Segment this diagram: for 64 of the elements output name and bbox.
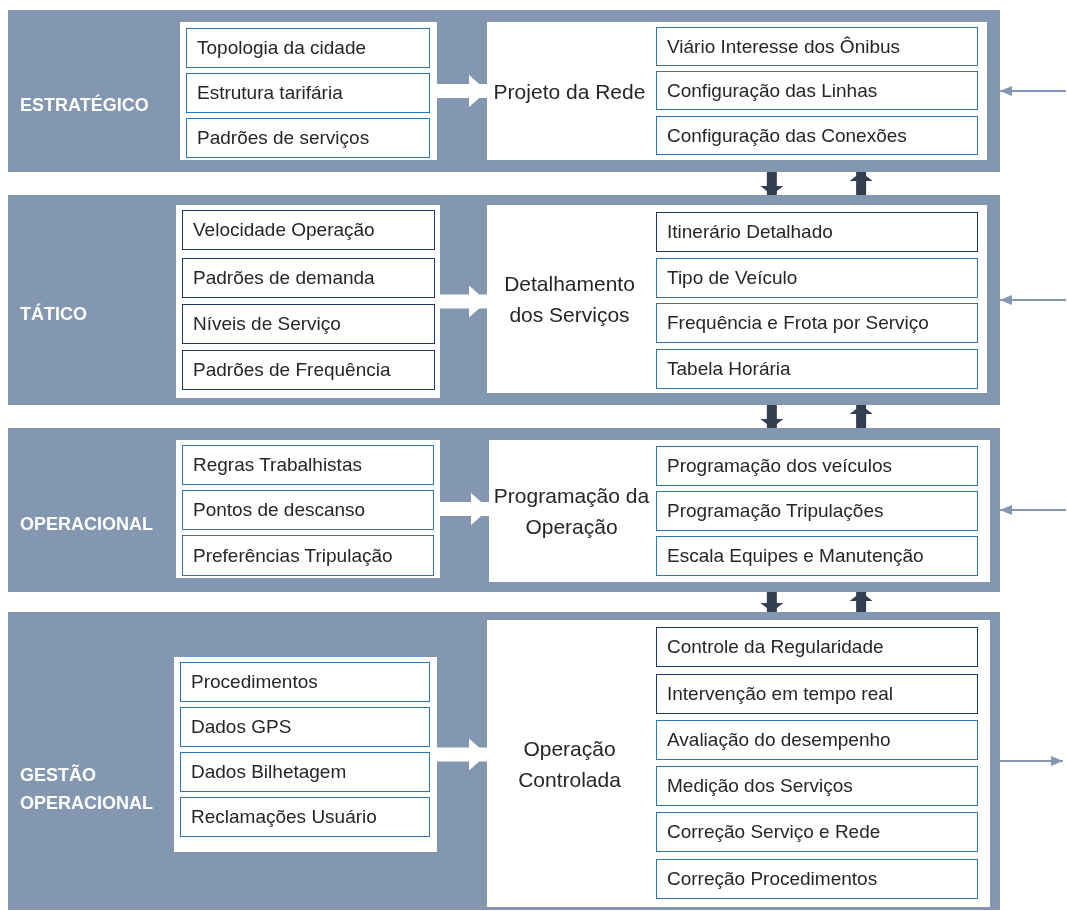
item-box: Correção Serviço e Rede [656, 812, 978, 852]
item-box: Preferências Tripulação [182, 535, 434, 576]
input-panel [176, 440, 440, 578]
input-panel [174, 657, 437, 852]
process-panel [487, 22, 987, 160]
process-panel [489, 440, 990, 582]
item-box: Pontos de descanso [182, 490, 434, 530]
item-box: Viário Interesse dos Ônibus [656, 27, 978, 66]
layer-band [8, 612, 1000, 910]
item-box: Correção Procedimentos [656, 859, 978, 899]
item-box: Estrutura tarifária [186, 73, 430, 113]
block-arrow [760, 405, 784, 428]
layer-label: TÁTICO [20, 302, 88, 326]
layer-label: ESTRATÉGICO [20, 93, 150, 117]
item-box: Intervenção em tempo real [656, 674, 978, 714]
panel-title: Detalhamento dos Serviços [503, 271, 636, 328]
input-panel [176, 205, 440, 398]
block-arrow [849, 405, 873, 428]
item-box: Configuração das Conexões [656, 116, 978, 155]
item-box: Itinerário Detalhado [656, 212, 978, 252]
item-box: Configuração das Linhas [656, 71, 978, 110]
block-arrow [849, 592, 873, 612]
item-box: Controle da Regularidade [656, 627, 978, 667]
block-arrow [440, 492, 489, 526]
layer-label: OPERACIONAL [20, 513, 154, 536]
arrow [999, 505, 1067, 515]
arrow [999, 295, 1067, 305]
layer-band [8, 195, 1000, 405]
item-box: Tipo de Veículo [656, 258, 978, 298]
item-box: Programação Tripulações [656, 491, 978, 531]
item-box: Padrões de demanda [182, 258, 435, 298]
input-panel [180, 22, 437, 160]
item-box: Dados Bilhetagem [180, 752, 430, 792]
panel-title: Operação Controlada [517, 735, 622, 793]
item-box: Frequência e Frota por Serviço [656, 303, 978, 343]
layer-band [8, 428, 1000, 592]
item-box: Padrões de Frequência [182, 350, 435, 390]
arrow [999, 86, 1067, 96]
item-box: Topologia da cidade [186, 28, 430, 68]
item-box: Padrões de serviços [186, 118, 430, 158]
block-arrow [437, 738, 487, 771]
block-arrow [760, 172, 784, 195]
block-arrow [437, 74, 487, 108]
item-box: Dados GPS [180, 707, 430, 747]
item-box: Medição dos Serviços [656, 766, 978, 806]
item-box: Avaliação do desempenho [656, 720, 978, 760]
item-box: Regras Trabalhistas [182, 445, 434, 485]
item-box: Níveis de Serviço [182, 304, 435, 344]
layer-band [8, 10, 1000, 172]
process-panel [487, 620, 990, 907]
item-box: Velocidade Operação [182, 210, 435, 250]
item-box: Tabela Horária [656, 349, 978, 389]
arrow [999, 756, 1064, 766]
block-arrow [440, 285, 487, 318]
block-arrow [849, 172, 873, 195]
item-box: Escala Equipes e Manutenção [656, 536, 978, 576]
item-box: Procedimentos [180, 662, 430, 702]
item-box: Programação dos veículos [656, 446, 978, 486]
block-arrow [760, 592, 784, 612]
layer-label: GESTÃO OPERACIONAL [20, 763, 154, 815]
item-box: Reclamações Usuário [180, 797, 430, 837]
panel-title: Projeto da Rede [492, 78, 647, 105]
process-panel [487, 205, 987, 393]
panel-title: Programação da Operação [492, 483, 651, 540]
